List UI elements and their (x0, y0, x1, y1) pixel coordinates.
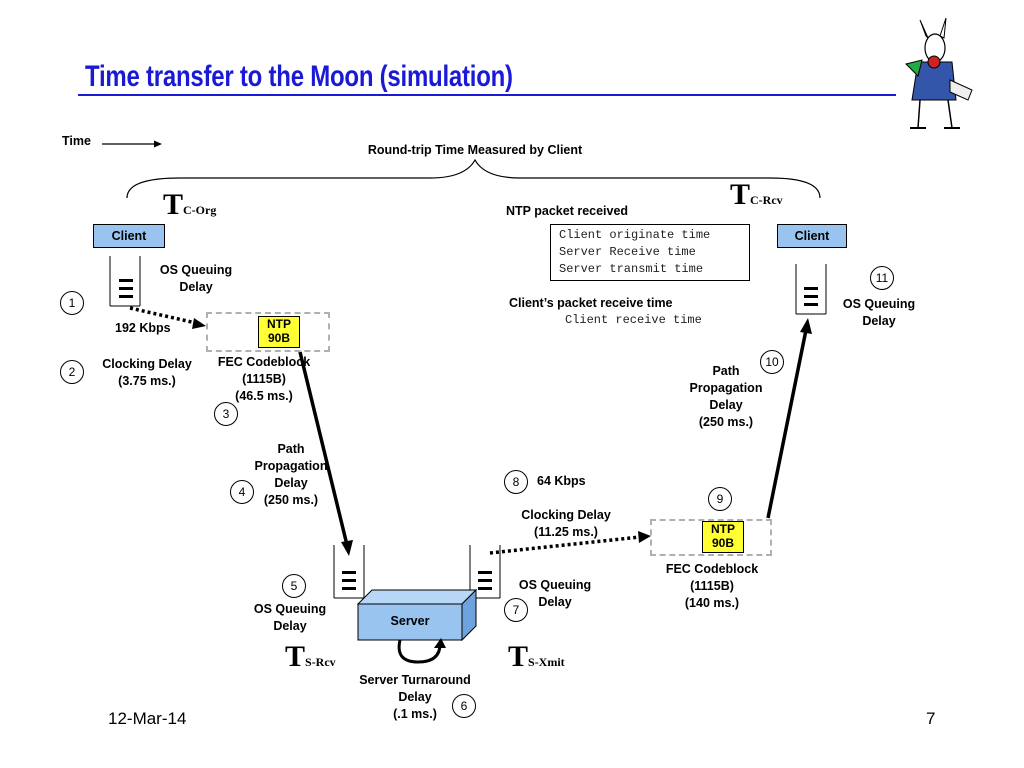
timestamp-s-xmit: TS-Xmit (508, 640, 565, 673)
white-rabbit-icon (905, 17, 973, 129)
server-queue-receive (333, 545, 365, 599)
ntp-packet-received-label: NTP packet received (506, 204, 629, 218)
time-label: Time (62, 134, 91, 148)
fec-codeblock-label-1: FEC Codeblock(1115B)(46.5 ms.) (217, 355, 311, 403)
client-receive-field: Client receive time (565, 313, 702, 327)
step-1-circle: 1 (60, 291, 84, 315)
path-arrow-down (298, 351, 353, 556)
timestamp-c-org: TC-Org (163, 188, 217, 221)
timestamp-s-rcv: TS-Rcv (285, 640, 336, 673)
step-7-circle: 7 (504, 598, 528, 622)
turnaround-arrow (397, 638, 446, 664)
ntp-field: Server Receive time (559, 245, 696, 259)
clocking-delay-label-8: Clocking Delay(11.25 ms.) (521, 508, 611, 539)
slide-title: Time transfer to the Moon (simulation) (85, 60, 513, 93)
step-11-circle: 11 (870, 266, 894, 290)
fec-codeblock-label-2: FEC Codeblock(1115B)(140 ms.) (665, 562, 759, 610)
fec-codeblock-1 (206, 312, 330, 352)
timestamp-c-rcv: TC-Rcv (730, 178, 783, 211)
round-trip-label: Round-trip Time Measured by Client (367, 143, 583, 157)
step-9-circle: 9 (708, 487, 732, 511)
title-underline (78, 94, 896, 96)
client-packet-receive-label: Client’s packet receive time (509, 296, 673, 310)
round-trip-brace (126, 158, 821, 199)
client-queue-left (109, 256, 141, 307)
slide-date: 12-Mar-14 (108, 709, 187, 728)
fec-codeblock-2 (650, 519, 772, 556)
ntp-fields-box: Client originate time Server Receive tim… (550, 224, 750, 281)
step-10-circle: 10 (760, 350, 784, 374)
time-arrow (102, 140, 162, 148)
server-box (356, 588, 478, 642)
step-6-circle: 6 (452, 694, 476, 718)
slide-page-number: 7 (926, 709, 936, 728)
step-8-circle: 8 (504, 470, 528, 494)
step-3-circle: 3 (214, 402, 238, 426)
ntp-field: Client originate time (559, 228, 711, 242)
step-5-circle: 5 (282, 574, 306, 598)
dotted-arrow-downlink (489, 531, 651, 555)
server-label: Server (390, 614, 430, 628)
path-arrow-up (766, 318, 812, 519)
rate-64-label: 64 Kbps (537, 474, 586, 488)
client-queue-right (795, 264, 827, 315)
dotted-arrow-uplink (129, 306, 206, 329)
client-box-left: Client (93, 224, 165, 248)
ntp-field: Server transmit time (559, 262, 704, 276)
step-2-circle: 2 (60, 360, 84, 384)
client-box-right: Client (777, 224, 847, 248)
clocking-delay-label-1: Clocking Delay(3.75 ms.) (102, 357, 192, 388)
rate-192-label: 192 Kbps (115, 321, 171, 335)
step-4-circle: 4 (230, 480, 254, 504)
